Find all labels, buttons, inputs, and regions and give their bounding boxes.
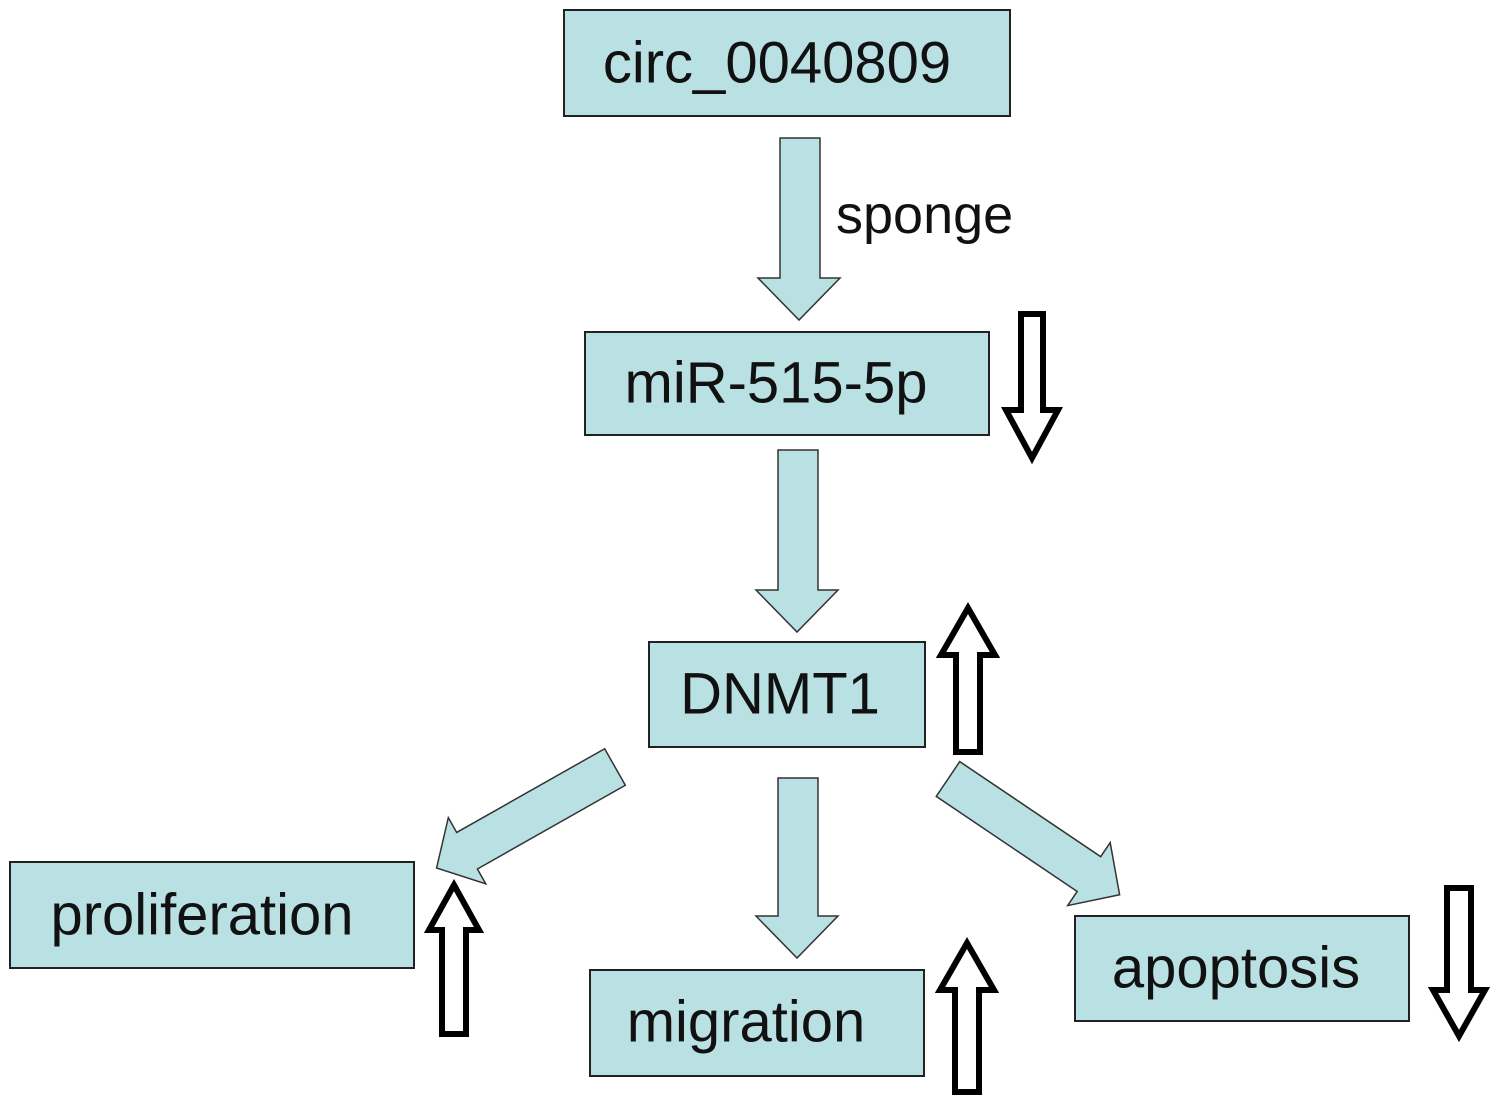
node-migration: migration [589,969,925,1077]
node-migration-label: migration [627,990,866,1055]
node-circ-0040809: circ_0040809 [563,9,1011,117]
arrow-dnmt1-to-proliferation [435,747,627,886]
trend-down-arrow-mir [1000,311,1064,465]
trend-up-arrow-proliferation [423,878,485,1037]
node-proliferation-label: proliferation [50,883,353,948]
trend-up-arrow-dnmt1 [935,601,1001,755]
arrow-circ-to-mir [756,137,842,322]
arrow-dnmt1-to-migration [754,777,840,960]
node-dnmt1: DNMT1 [648,641,926,748]
node-dnmt1-label: DNMT1 [680,662,880,727]
trend-down-arrow-apoptosis [1427,885,1491,1043]
arrow-mir-to-dnmt1 [754,449,840,634]
node-circ-0040809-label: circ_0040809 [603,31,951,96]
node-mir-515-5p-label: miR-515-5p [625,351,928,416]
node-apoptosis: apoptosis [1074,915,1410,1022]
node-mir-515-5p: miR-515-5p [584,331,990,436]
trend-up-arrow-migration [934,936,1000,1095]
node-apoptosis-label: apoptosis [1112,936,1360,1001]
arrow-dnmt1-to-apoptosis [935,760,1121,907]
node-proliferation: proliferation [9,861,415,969]
edge-label-sponge: sponge [836,185,1013,245]
